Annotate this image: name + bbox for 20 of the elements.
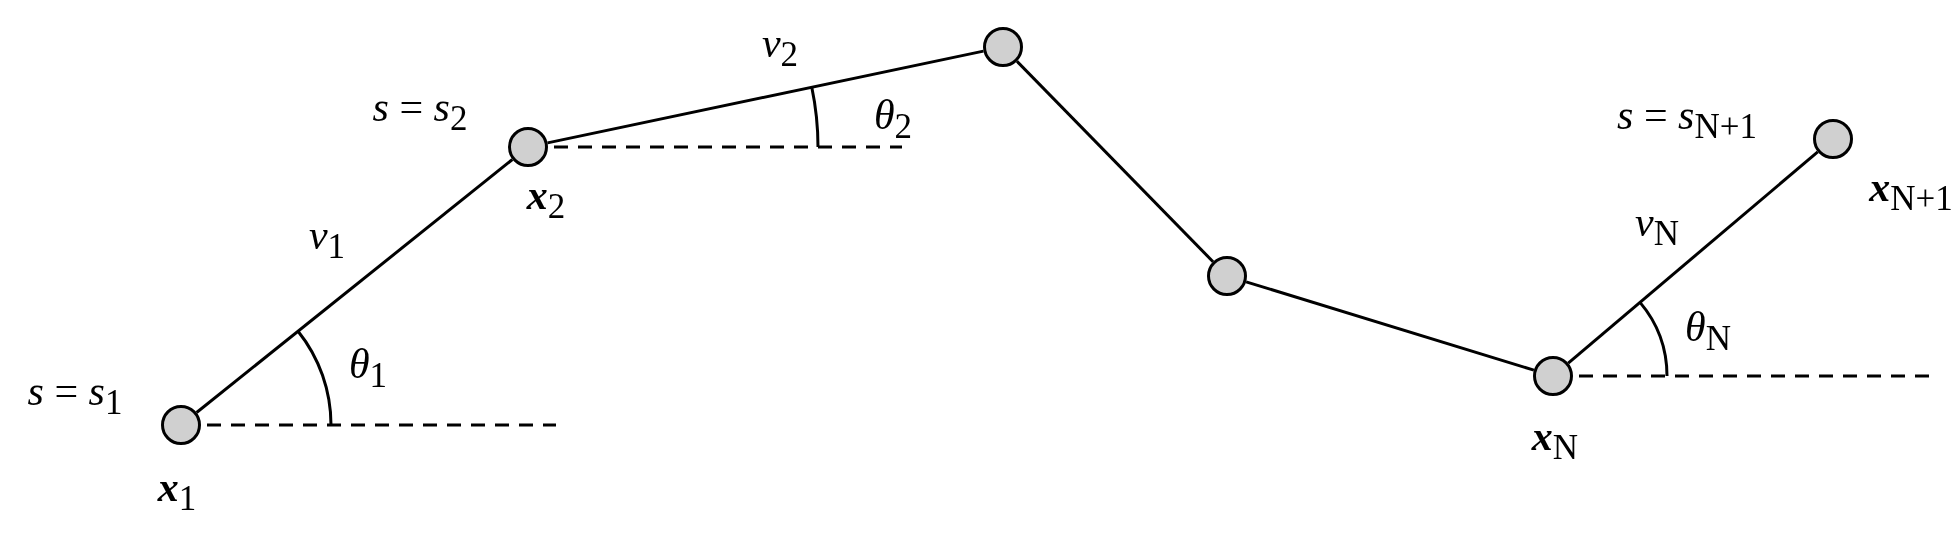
joint-circle — [983, 27, 1023, 67]
connector-line — [1567, 150, 1819, 365]
connector-line — [195, 158, 514, 414]
angle-label: θ$_{N}$ — [1685, 305, 1731, 357]
arc-length-label: s = s$_{2}$ — [372, 85, 468, 137]
edge-label: v$_{1}$ — [308, 213, 346, 265]
point-label: x$_{N}$ — [1531, 414, 1579, 466]
point-label: x$_{1}$ — [157, 465, 197, 517]
point-label: x$_{N+1}$ — [1869, 165, 1953, 217]
arc-length-label: s = s$_{1}$ — [27, 369, 123, 421]
joint-circle — [1207, 256, 1247, 296]
arc-length-label: s = s$_{N+1}$ — [1617, 93, 1757, 145]
connector-line — [547, 49, 984, 145]
edge-label: v$_{2}$ — [761, 21, 799, 73]
connector-line — [1245, 280, 1535, 372]
point-label: x$_{2}$ — [526, 173, 566, 225]
angle-label: θ$_{1}$ — [348, 342, 388, 394]
connector-line — [1015, 60, 1215, 263]
angle-label: θ$_{2}$ — [873, 93, 913, 145]
edge-label: v$_{N}$ — [1635, 200, 1679, 252]
